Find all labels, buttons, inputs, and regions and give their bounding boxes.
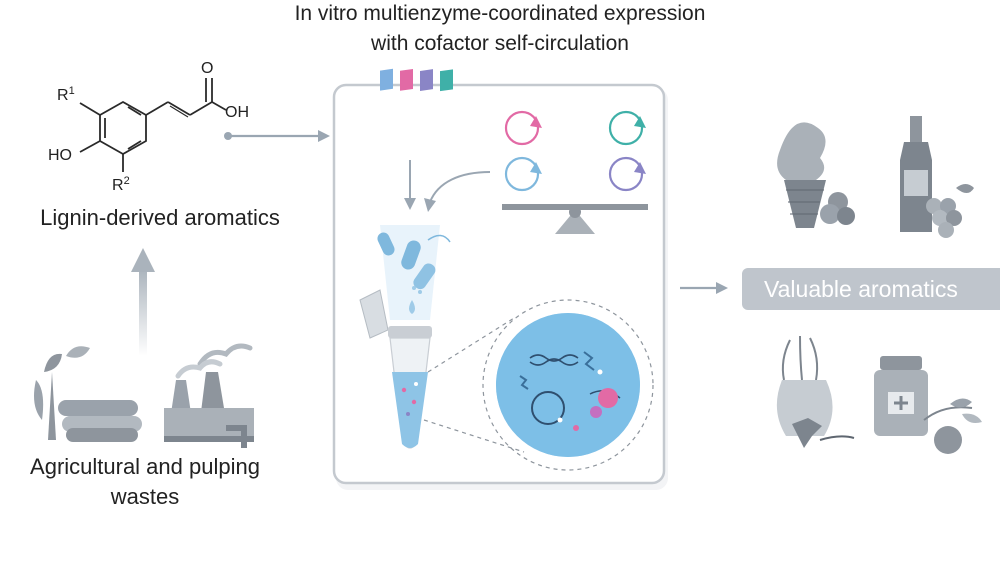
molecule-acid-oh: OH (225, 104, 249, 121)
cofactor-balance-icon (502, 204, 648, 234)
valuable-aromatics-badge: Valuable aromatics (742, 268, 1000, 310)
molecule-carbonyl-o: O (201, 60, 213, 77)
arrow-lignin-to-panel (224, 130, 330, 142)
enzyme-cards (380, 68, 453, 92)
arrow-cards-down (404, 160, 416, 210)
arrow-panel-to-output (680, 282, 728, 294)
molecule-r2: R2 (112, 175, 130, 194)
cell-free-system-icon (482, 299, 654, 471)
wine-bottle-icon (900, 116, 974, 238)
zoom-line-bottom (423, 419, 525, 453)
valuable-aromatics-label: Valuable aromatics (764, 275, 958, 302)
ice-cream-icon (777, 122, 855, 228)
molecule-structure (79, 78, 227, 172)
zoom-line-top (427, 317, 515, 373)
agricultural-wastes-label: Agricultural and pulping wastes (30, 454, 260, 509)
molecule-hydroxyl: HO (48, 147, 72, 164)
diagram-title-line2: with cofactor self-circulation (371, 32, 629, 55)
arrow-cofactor-curve (429, 171, 491, 203)
molecule-r1: R1 (57, 85, 75, 104)
diagram-title-line1: In vitro multienzyme-coordinated express… (294, 2, 706, 25)
arrow-waste-up (131, 248, 155, 356)
plant-and-factory-icon (34, 343, 254, 448)
medicine-bottle-icon (874, 356, 982, 454)
cofactor-cycles (504, 110, 646, 192)
reaction-tube-icon (359, 225, 451, 449)
vanilla-flower-icon (776, 335, 855, 448)
lignin-aromatics-label: Lignin-derived aromatics (40, 205, 280, 230)
